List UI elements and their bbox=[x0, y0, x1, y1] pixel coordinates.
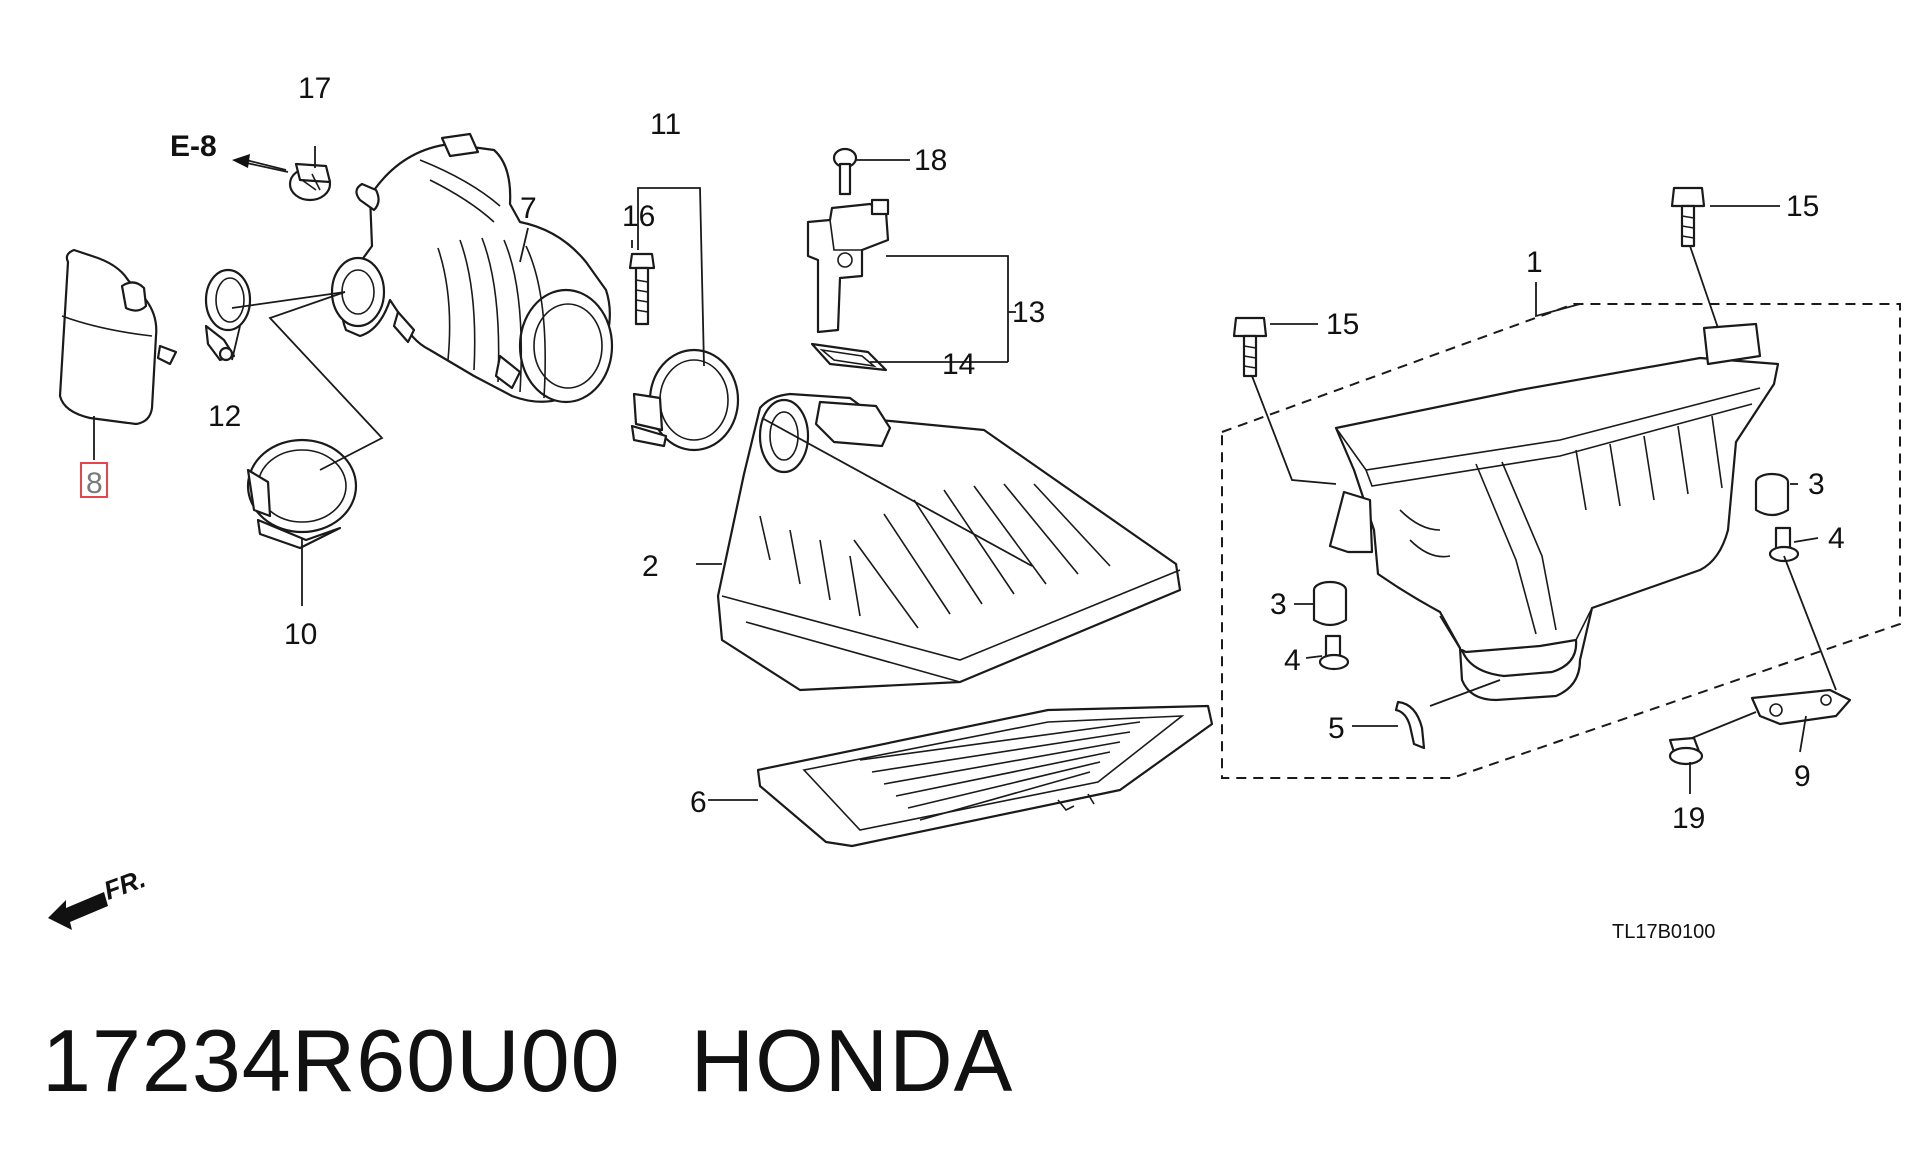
part-18-bolt[interactable] bbox=[832, 147, 858, 196]
callout-2[interactable]: 2 bbox=[642, 550, 659, 583]
front-direction-arrow: FR. bbox=[48, 863, 149, 930]
drawing-code: TL17B0100 bbox=[1612, 921, 1715, 943]
callout-17[interactable]: 17 bbox=[298, 72, 331, 105]
callouts: 17 7 11 16 18 13 14 12 10 2 6 1 15 15 3 … bbox=[80, 72, 1845, 835]
callout-3b[interactable]: 3 bbox=[1808, 468, 1825, 501]
callout-8[interactable]: 8 bbox=[86, 467, 103, 500]
callout-4a[interactable]: 4 bbox=[1284, 644, 1301, 677]
callout-12[interactable]: 12 bbox=[208, 400, 241, 433]
callout-19[interactable]: 19 bbox=[1672, 802, 1705, 835]
part-4-collar-a[interactable] bbox=[1318, 634, 1350, 671]
part-3-grommet-b[interactable] bbox=[1754, 472, 1790, 517]
part-14-gasket[interactable] bbox=[810, 342, 888, 372]
part-5-clip[interactable] bbox=[1394, 700, 1426, 750]
footer-caption: 17234R60U00 HONDA bbox=[42, 1010, 1083, 1112]
reference-e8-label: E-8 bbox=[170, 130, 217, 163]
callout-15a[interactable]: 15 bbox=[1326, 308, 1359, 341]
assembly-outline bbox=[1221, 303, 1901, 779]
part-17-clip[interactable] bbox=[288, 162, 332, 202]
part-3-grommet-a[interactable] bbox=[1312, 580, 1348, 627]
callout-14[interactable]: 14 bbox=[942, 348, 975, 381]
brand-name: HONDA bbox=[690, 1011, 1014, 1110]
callout-13[interactable]: 13 bbox=[1012, 296, 1045, 329]
callout-6[interactable]: 6 bbox=[690, 786, 707, 819]
front-direction-label: FR. bbox=[100, 863, 150, 906]
part-19-bolt[interactable] bbox=[1668, 736, 1704, 766]
part-15-bolt-b[interactable] bbox=[1670, 186, 1706, 248]
part-10-band-clamp[interactable] bbox=[246, 438, 358, 550]
callout-8-highlight bbox=[80, 462, 108, 498]
callout-11[interactable]: 11 bbox=[650, 108, 681, 141]
part-15-bolt-a[interactable] bbox=[1232, 316, 1268, 378]
callout-4b[interactable]: 4 bbox=[1828, 522, 1845, 555]
part-16-bolt[interactable] bbox=[628, 252, 656, 326]
part-4-collar-b[interactable] bbox=[1768, 526, 1800, 563]
callout-16[interactable]: 16 bbox=[622, 200, 655, 233]
callout-10[interactable]: 10 bbox=[284, 618, 317, 651]
part-9-bracket[interactable] bbox=[1750, 688, 1852, 726]
part-7-intake-duct[interactable] bbox=[330, 132, 614, 404]
callout-9[interactable]: 9 bbox=[1794, 760, 1811, 793]
part-6-filter-element[interactable] bbox=[756, 704, 1214, 848]
callout-15b[interactable]: 15 bbox=[1786, 190, 1819, 223]
callout-1[interactable]: 1 bbox=[1526, 246, 1543, 279]
part-8-resonator[interactable] bbox=[58, 248, 178, 426]
part-13-sensor[interactable] bbox=[806, 198, 890, 334]
reference-e8[interactable]: E-8 bbox=[170, 130, 289, 173]
part-11-clamp[interactable] bbox=[630, 348, 740, 452]
part-1-air-cleaner-case[interactable] bbox=[1328, 322, 1780, 702]
part-number: 17234R60U00 bbox=[42, 1011, 621, 1110]
part-12-clamp[interactable] bbox=[204, 268, 252, 362]
part-2-air-cleaner-cover[interactable] bbox=[716, 392, 1182, 692]
callout-3a[interactable]: 3 bbox=[1270, 588, 1287, 621]
callout-5[interactable]: 5 bbox=[1328, 712, 1345, 745]
callout-18[interactable]: 18 bbox=[914, 144, 947, 177]
callout-7[interactable]: 7 bbox=[520, 192, 537, 225]
leader-lines bbox=[93, 146, 1837, 801]
